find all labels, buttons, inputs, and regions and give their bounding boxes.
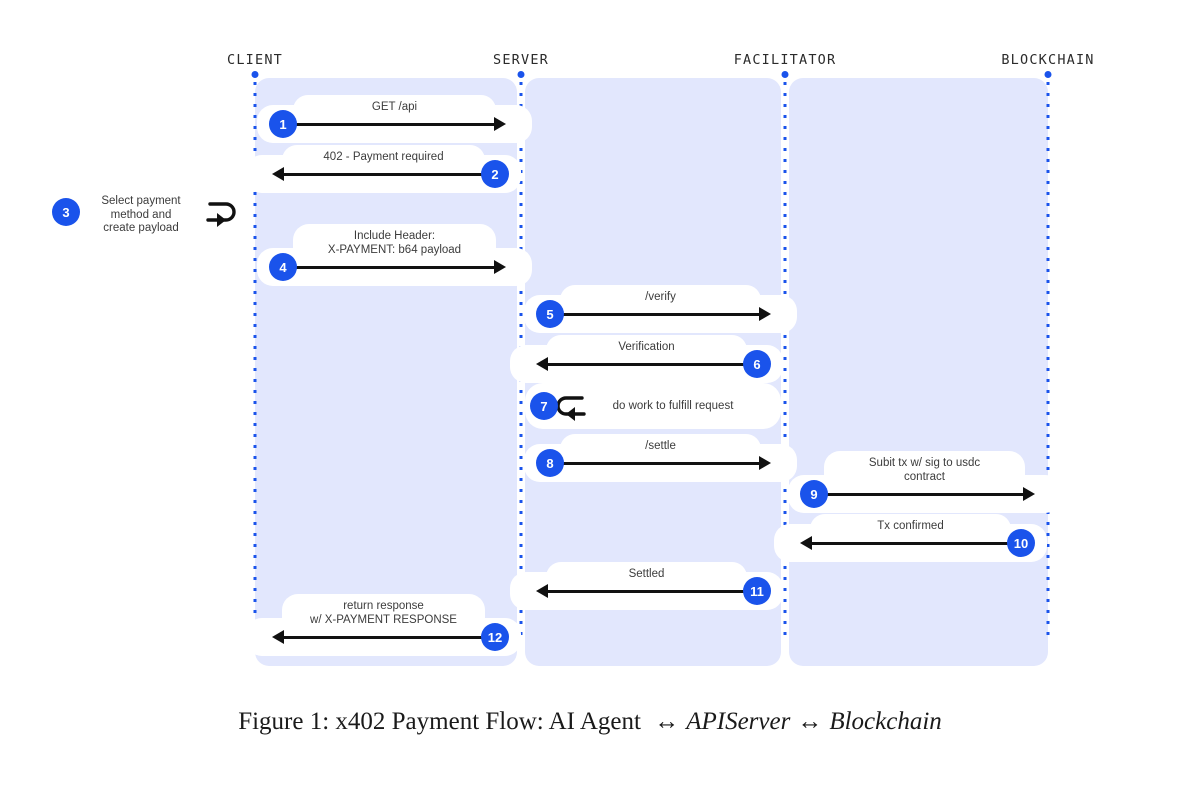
message-arrowhead [1023, 487, 1035, 501]
lifeline-client [253, 82, 257, 636]
message-pill-cap [293, 224, 496, 268]
lifeline-header-server: SERVER [493, 52, 549, 68]
step-badge-3[interactable]: 3 [52, 198, 80, 226]
lifeline-header-facilitator: FACILITATOR [733, 52, 837, 68]
message-pill-cap [560, 284, 761, 315]
self-action-note-3 [48, 185, 242, 235]
step-badge-12[interactable]: 12 [481, 623, 509, 651]
message-pill-cap [546, 561, 747, 592]
message-arrow-line [550, 461, 761, 465]
message-arrow-line [283, 122, 496, 126]
band-facilitator-chain [789, 78, 1048, 666]
message-arrow-line [550, 312, 761, 316]
caption-math-blockchain: Blockchain [829, 708, 942, 735]
message-pill-cap [810, 513, 1011, 544]
step-badge-4[interactable]: 4 [269, 253, 297, 281]
message-label: Tx confirmed [877, 519, 944, 532]
message-arrowhead [759, 456, 771, 470]
caption-arrow-2: ↔ [797, 708, 823, 735]
message-arrow-line [814, 492, 1025, 496]
message-pill-cap [560, 433, 761, 464]
message-arrow-line [283, 265, 496, 269]
message-arrow-line [546, 362, 757, 366]
step-badge-9[interactable]: 9 [800, 480, 828, 508]
message-label: Include Header: X-PAYMENT: b64 payload [327, 230, 462, 256]
message-label: GET /api [371, 100, 418, 113]
step-badge-7[interactable]: 7 [530, 392, 558, 420]
lifeline-header-blockchain: BLOCKCHAIN [1001, 52, 1095, 68]
message-arrow-line [282, 172, 495, 176]
message-label: /settle [645, 439, 676, 452]
lifeline-facilitator [783, 82, 787, 636]
self-action-note-7 [525, 383, 781, 429]
message-arrowhead [536, 357, 548, 371]
step-badge-5[interactable]: 5 [536, 300, 564, 328]
step-badge-6[interactable]: 6 [743, 350, 771, 378]
step-badge-2[interactable]: 2 [481, 160, 509, 188]
message-arrow-line [546, 589, 757, 593]
message-label: 402 - Payment required [323, 150, 444, 163]
lifeline-dot-client [251, 71, 259, 78]
self-action-label: Select payment method and create payload [101, 195, 181, 234]
lifeline-blockchain [1046, 82, 1050, 636]
message-label: return response w/ X-PAYMENT RESPONSE [310, 600, 457, 626]
message-arrowhead [759, 307, 771, 321]
message-pill-cap [546, 334, 747, 365]
message-arrowhead [494, 117, 506, 131]
self-loop-arrow-icon [552, 390, 596, 427]
step-badge-8[interactable]: 8 [536, 449, 564, 477]
message-label: Settled [628, 567, 665, 580]
message-label: /verify [645, 290, 676, 303]
message-arrowhead [272, 167, 284, 181]
lifeline-dot-server [517, 71, 525, 78]
message-label: Verification [618, 340, 675, 353]
self-loop-arrow-icon [196, 196, 240, 233]
caption-label: Figure 1: [238, 708, 330, 735]
message-pill-cap [282, 594, 485, 638]
figure-caption: Figure 1: x402 Payment Flow: AI Agent ↔A… [0, 708, 1180, 736]
message-label: Subit tx w/ sig to usdc contract [868, 457, 981, 483]
message-pill-cap [293, 94, 496, 125]
message-arrowhead [494, 260, 506, 274]
message-arrowhead [272, 630, 284, 644]
caption-arrow-1: ↔ [654, 708, 680, 735]
caption-math-apiserver: APIServer [686, 708, 791, 735]
message-arrow-line [282, 635, 495, 639]
message-pill-cap [824, 451, 1025, 495]
step-badge-11[interactable]: 11 [743, 577, 771, 605]
step-badge-1[interactable]: 1 [269, 110, 297, 138]
step-badge-10[interactable]: 10 [1007, 529, 1035, 557]
message-arrowhead [536, 584, 548, 598]
self-action-label: do work to fulfill request [612, 400, 734, 412]
message-arrow-line [810, 541, 1021, 545]
lifeline-dot-blockchain [1044, 71, 1052, 78]
message-pill-cap [282, 144, 485, 175]
lifeline-header-client: CLIENT [227, 52, 283, 68]
lifeline-dot-facilitator [781, 71, 789, 78]
message-arrowhead [800, 536, 812, 550]
caption-roman-text: x402 Payment Flow: AI Agent [329, 708, 648, 735]
